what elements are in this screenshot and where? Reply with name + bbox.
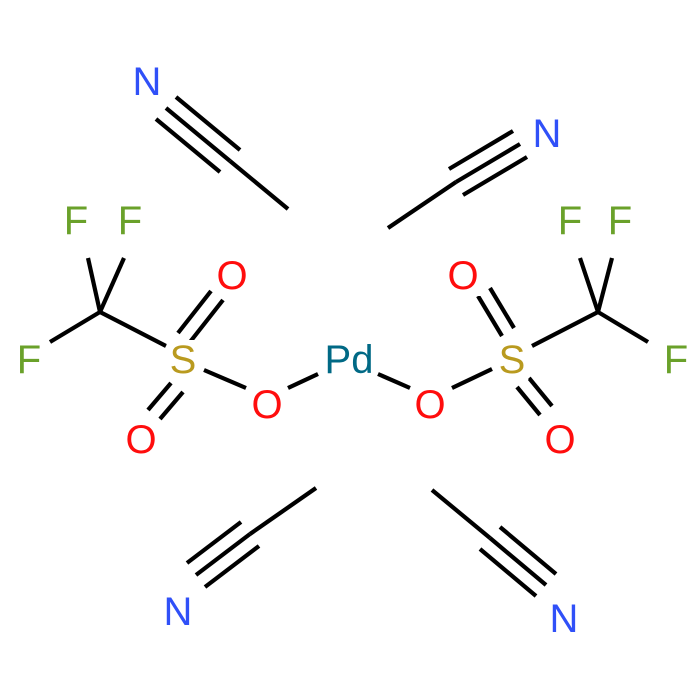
acetonitrile-top-left xyxy=(154,95,290,211)
atom-o-left-top: O xyxy=(216,254,247,298)
bond-cc-top-left xyxy=(228,159,290,211)
bond-cn-top-left-b xyxy=(154,117,222,174)
label-mask xyxy=(160,592,196,632)
label-mask xyxy=(213,256,251,296)
label-mask xyxy=(129,62,165,102)
bond-so-bottom-left-b xyxy=(158,390,185,421)
acetonitrile-bottom-right xyxy=(430,488,558,598)
bond-cn-bottom-left-b xyxy=(185,520,243,565)
atom-s-left: S xyxy=(170,338,197,382)
bond-cn-top-right-b xyxy=(447,129,515,171)
atom-f-right-side: F xyxy=(664,338,688,382)
label-mask xyxy=(495,340,529,380)
bond-so-top-right-a xyxy=(476,294,504,338)
bond-cf-left-2 xyxy=(98,257,126,313)
bond-cf-left-1 xyxy=(85,257,103,313)
bond-cf-right-2 xyxy=(595,257,615,313)
bond-cc-bottom-right xyxy=(430,488,492,540)
bond-cf-left-3 xyxy=(48,310,102,344)
atom-f-left-top2: F xyxy=(118,199,142,243)
atom-n-bottom-left: N xyxy=(164,590,193,634)
bond-sc-right xyxy=(531,310,599,348)
bond-os-link-right xyxy=(451,367,493,390)
bond-cn-bottom-right-a xyxy=(488,536,548,587)
label-mask xyxy=(444,256,482,296)
atom-f-right-top2: F xyxy=(608,199,632,243)
atom-o-left-bottom: O xyxy=(125,418,156,462)
atom-f-right-top1: F xyxy=(558,199,582,243)
atom-pd: Pd xyxy=(325,338,374,382)
label-mask xyxy=(114,201,146,241)
atom-n-top-left: N xyxy=(133,60,162,104)
bond-so-top-left-a xyxy=(176,289,213,335)
atom-s-right: S xyxy=(499,338,526,382)
atom-o-right-bottom: O xyxy=(544,418,575,462)
label-mask xyxy=(60,201,92,241)
bond-so-top-left-b xyxy=(188,298,225,344)
bond-cn-bottom-left-c xyxy=(203,544,261,589)
bond-so-link-left xyxy=(203,368,247,390)
label-mask xyxy=(248,385,286,425)
bond-cf-right-3 xyxy=(596,310,650,344)
atom-labels: F F F O S O O Pd O S O O F F F N N N N xyxy=(13,60,692,641)
acetonitrile-bottom-left xyxy=(185,486,318,589)
acetonitrile-top-right xyxy=(386,129,529,230)
label-mask xyxy=(321,340,377,380)
bond-cn-bottom-right-c xyxy=(478,547,538,598)
bond-cn-top-left-a xyxy=(164,106,232,163)
bond-opd-left xyxy=(287,372,319,390)
bond-cn-bottom-right-b xyxy=(498,525,558,576)
label-mask xyxy=(660,340,692,380)
label-mask xyxy=(166,340,200,380)
atom-f-left-top1: F xyxy=(64,199,88,243)
atom-n-top-right: N xyxy=(533,112,562,156)
bond-cf-right-1 xyxy=(578,257,600,313)
bond-cs-left xyxy=(99,310,167,348)
bond-pdo-right xyxy=(377,372,411,390)
label-mask xyxy=(122,420,160,460)
bond-cn-top-right-c xyxy=(461,155,529,197)
atom-o-right-top: O xyxy=(447,254,478,298)
bond-cn-bottom-left-a xyxy=(194,532,252,577)
bond-cc-bottom-left xyxy=(248,486,318,536)
bond-cc-top-right xyxy=(386,180,458,230)
label-mask xyxy=(13,340,45,380)
bond-so-bottom-right-a xyxy=(515,385,542,417)
atom-n-bottom-right: N xyxy=(550,597,579,641)
bond-so-bottom-right-b xyxy=(527,376,554,408)
label-mask xyxy=(529,114,565,154)
left-triflate-bonds xyxy=(48,257,319,421)
bond-so-top-right-b xyxy=(488,286,516,330)
atom-f-left-side: F xyxy=(17,338,41,382)
label-mask xyxy=(604,201,636,241)
label-mask xyxy=(541,420,579,460)
bond-cn-top-right-a xyxy=(454,142,522,184)
label-mask xyxy=(554,201,586,241)
label-mask xyxy=(411,385,449,425)
label-mask xyxy=(546,599,582,639)
bond-so-bottom-left-a xyxy=(146,381,173,412)
right-triflate-bonds xyxy=(377,257,650,417)
atom-o-right-link: O xyxy=(414,383,445,427)
atom-o-left-link: O xyxy=(251,383,282,427)
bond-cn-top-left-c xyxy=(174,95,242,152)
